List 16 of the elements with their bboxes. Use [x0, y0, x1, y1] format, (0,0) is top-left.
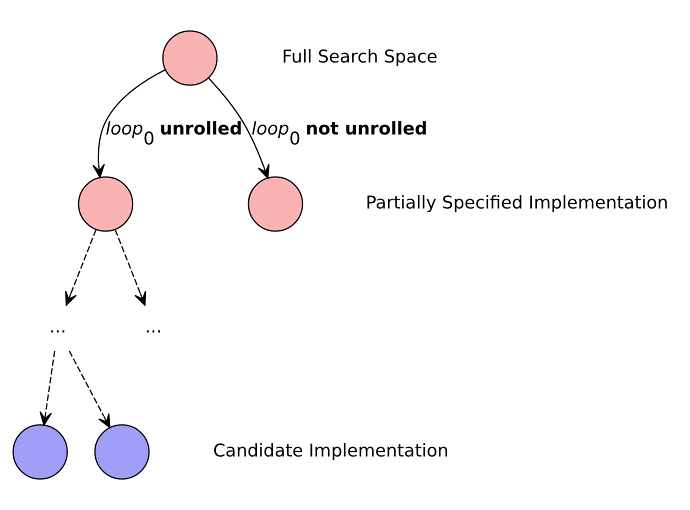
node-label: Partially Specified Implementation — [366, 194, 668, 214]
node-circle — [248, 176, 304, 232]
node-text: ... — [49, 318, 66, 338]
node-text: ... — [145, 318, 162, 338]
arrow — [92, 69, 166, 178]
node-circle — [78, 176, 134, 232]
node-circle — [94, 424, 150, 480]
node-label: Full Search Space — [282, 48, 438, 68]
arrow — [68, 350, 110, 428]
node-circle — [162, 30, 218, 86]
arrow — [65, 230, 97, 306]
arrow — [208, 78, 270, 179]
arrow — [114, 230, 146, 306]
node-circle — [12, 424, 68, 480]
arrow — [40, 350, 56, 426]
node-label: Candidate Implementation — [213, 442, 449, 462]
